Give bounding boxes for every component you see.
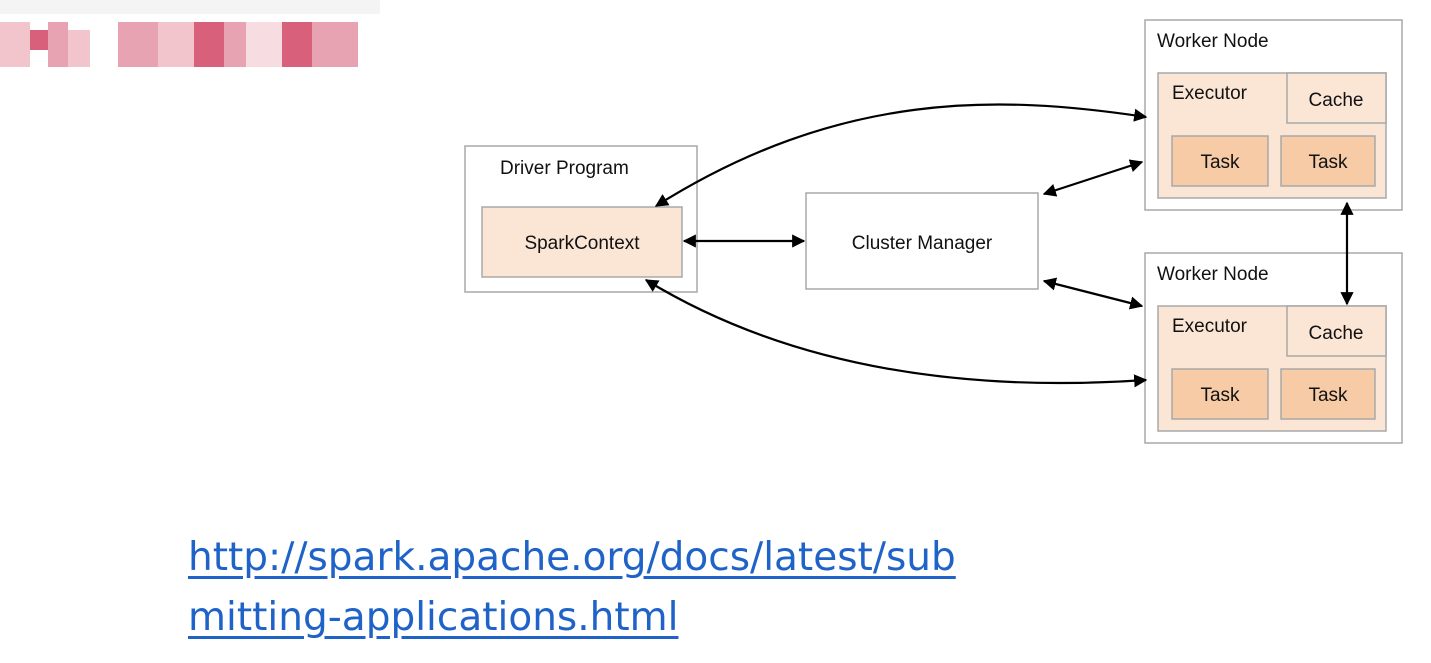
driver-program-title: Driver Program bbox=[500, 158, 629, 179]
arrow-cluster-worker1 bbox=[1042, 159, 1144, 197]
arrow-driver-worker2 bbox=[644, 279, 1148, 388]
spark-docs-link-line1: http://spark.apache.org/docs/latest/sub bbox=[188, 535, 956, 580]
executor-2-label: Executor bbox=[1172, 316, 1248, 337]
spark-architecture-diagram: Driver Program SparkContext Cluster Mana… bbox=[0, 0, 1403, 444]
cluster-manager-label: Cluster Manager bbox=[852, 233, 993, 254]
spark-docs-link[interactable]: http://spark.apache.org/docs/latest/sub … bbox=[188, 528, 1188, 648]
spark-context-label: SparkContext bbox=[524, 233, 640, 254]
blurred-logo-icon bbox=[0, 0, 380, 67]
task-1b-label: Task bbox=[1308, 152, 1348, 173]
cache-2-label: Cache bbox=[1309, 323, 1364, 344]
task-2b-label: Task bbox=[1308, 385, 1348, 406]
worker-node-1-title: Worker Node bbox=[1157, 31, 1269, 52]
arrow-driver-worker1 bbox=[654, 103, 1148, 207]
cluster-manager-box: Cluster Manager bbox=[805, 192, 1039, 290]
worker-node-2-title: Worker Node bbox=[1157, 264, 1269, 285]
worker-node-2: Worker Node Executor Cache Task Task bbox=[1144, 252, 1403, 444]
worker-node-1: Worker Node Executor Cache Task Task bbox=[1144, 19, 1403, 211]
task-1a-label: Task bbox=[1200, 152, 1240, 173]
task-2a-label: Task bbox=[1200, 385, 1240, 406]
arrow-cluster-worker2 bbox=[1042, 277, 1144, 310]
cache-1-label: Cache bbox=[1309, 90, 1364, 111]
driver-program-box: Driver Program SparkContext bbox=[464, 145, 698, 293]
spark-docs-link-line2: mitting-applications.html bbox=[188, 595, 679, 640]
executor-1-label: Executor bbox=[1172, 83, 1248, 104]
